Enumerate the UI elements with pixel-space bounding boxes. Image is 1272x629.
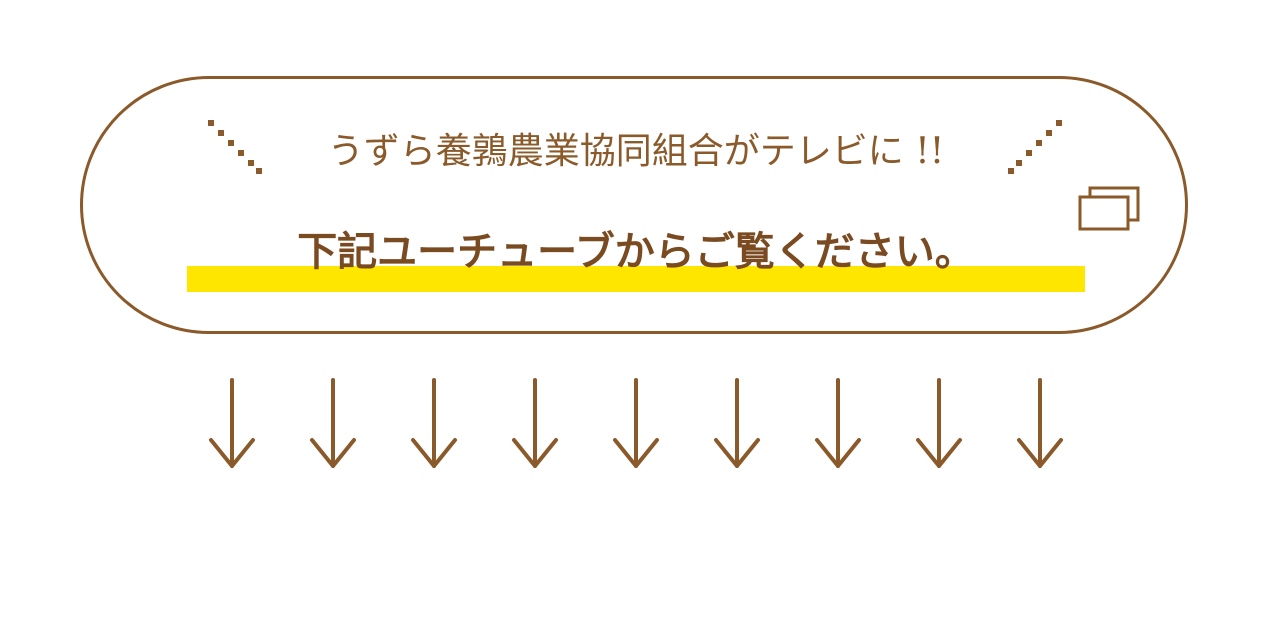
banner-pill	[80, 76, 1188, 334]
sparkle-lines-left-icon	[208, 120, 262, 174]
down-arrow-icon	[1017, 378, 1063, 468]
sparkle-lines-right-icon	[1008, 120, 1062, 174]
down-arrow-icon	[815, 378, 861, 468]
down-arrow-icon	[714, 378, 760, 468]
down-arrow-icon	[916, 378, 962, 468]
down-arrow-icon	[512, 378, 558, 468]
subline-text[interactable]: 下記ユーチューブからご覧ください。	[297, 229, 975, 275]
subline-highlight	[187, 266, 1085, 292]
down-arrow-icon	[613, 378, 659, 468]
headline-text: うずら養鶉農業協同組合がテレビに !!	[327, 131, 945, 172]
down-arrow-icon	[411, 378, 457, 468]
down-arrow-icon	[209, 378, 255, 468]
down-arrows-row	[205, 378, 1075, 474]
external-window-icon[interactable]	[1076, 186, 1142, 232]
down-arrow-icon	[310, 378, 356, 468]
